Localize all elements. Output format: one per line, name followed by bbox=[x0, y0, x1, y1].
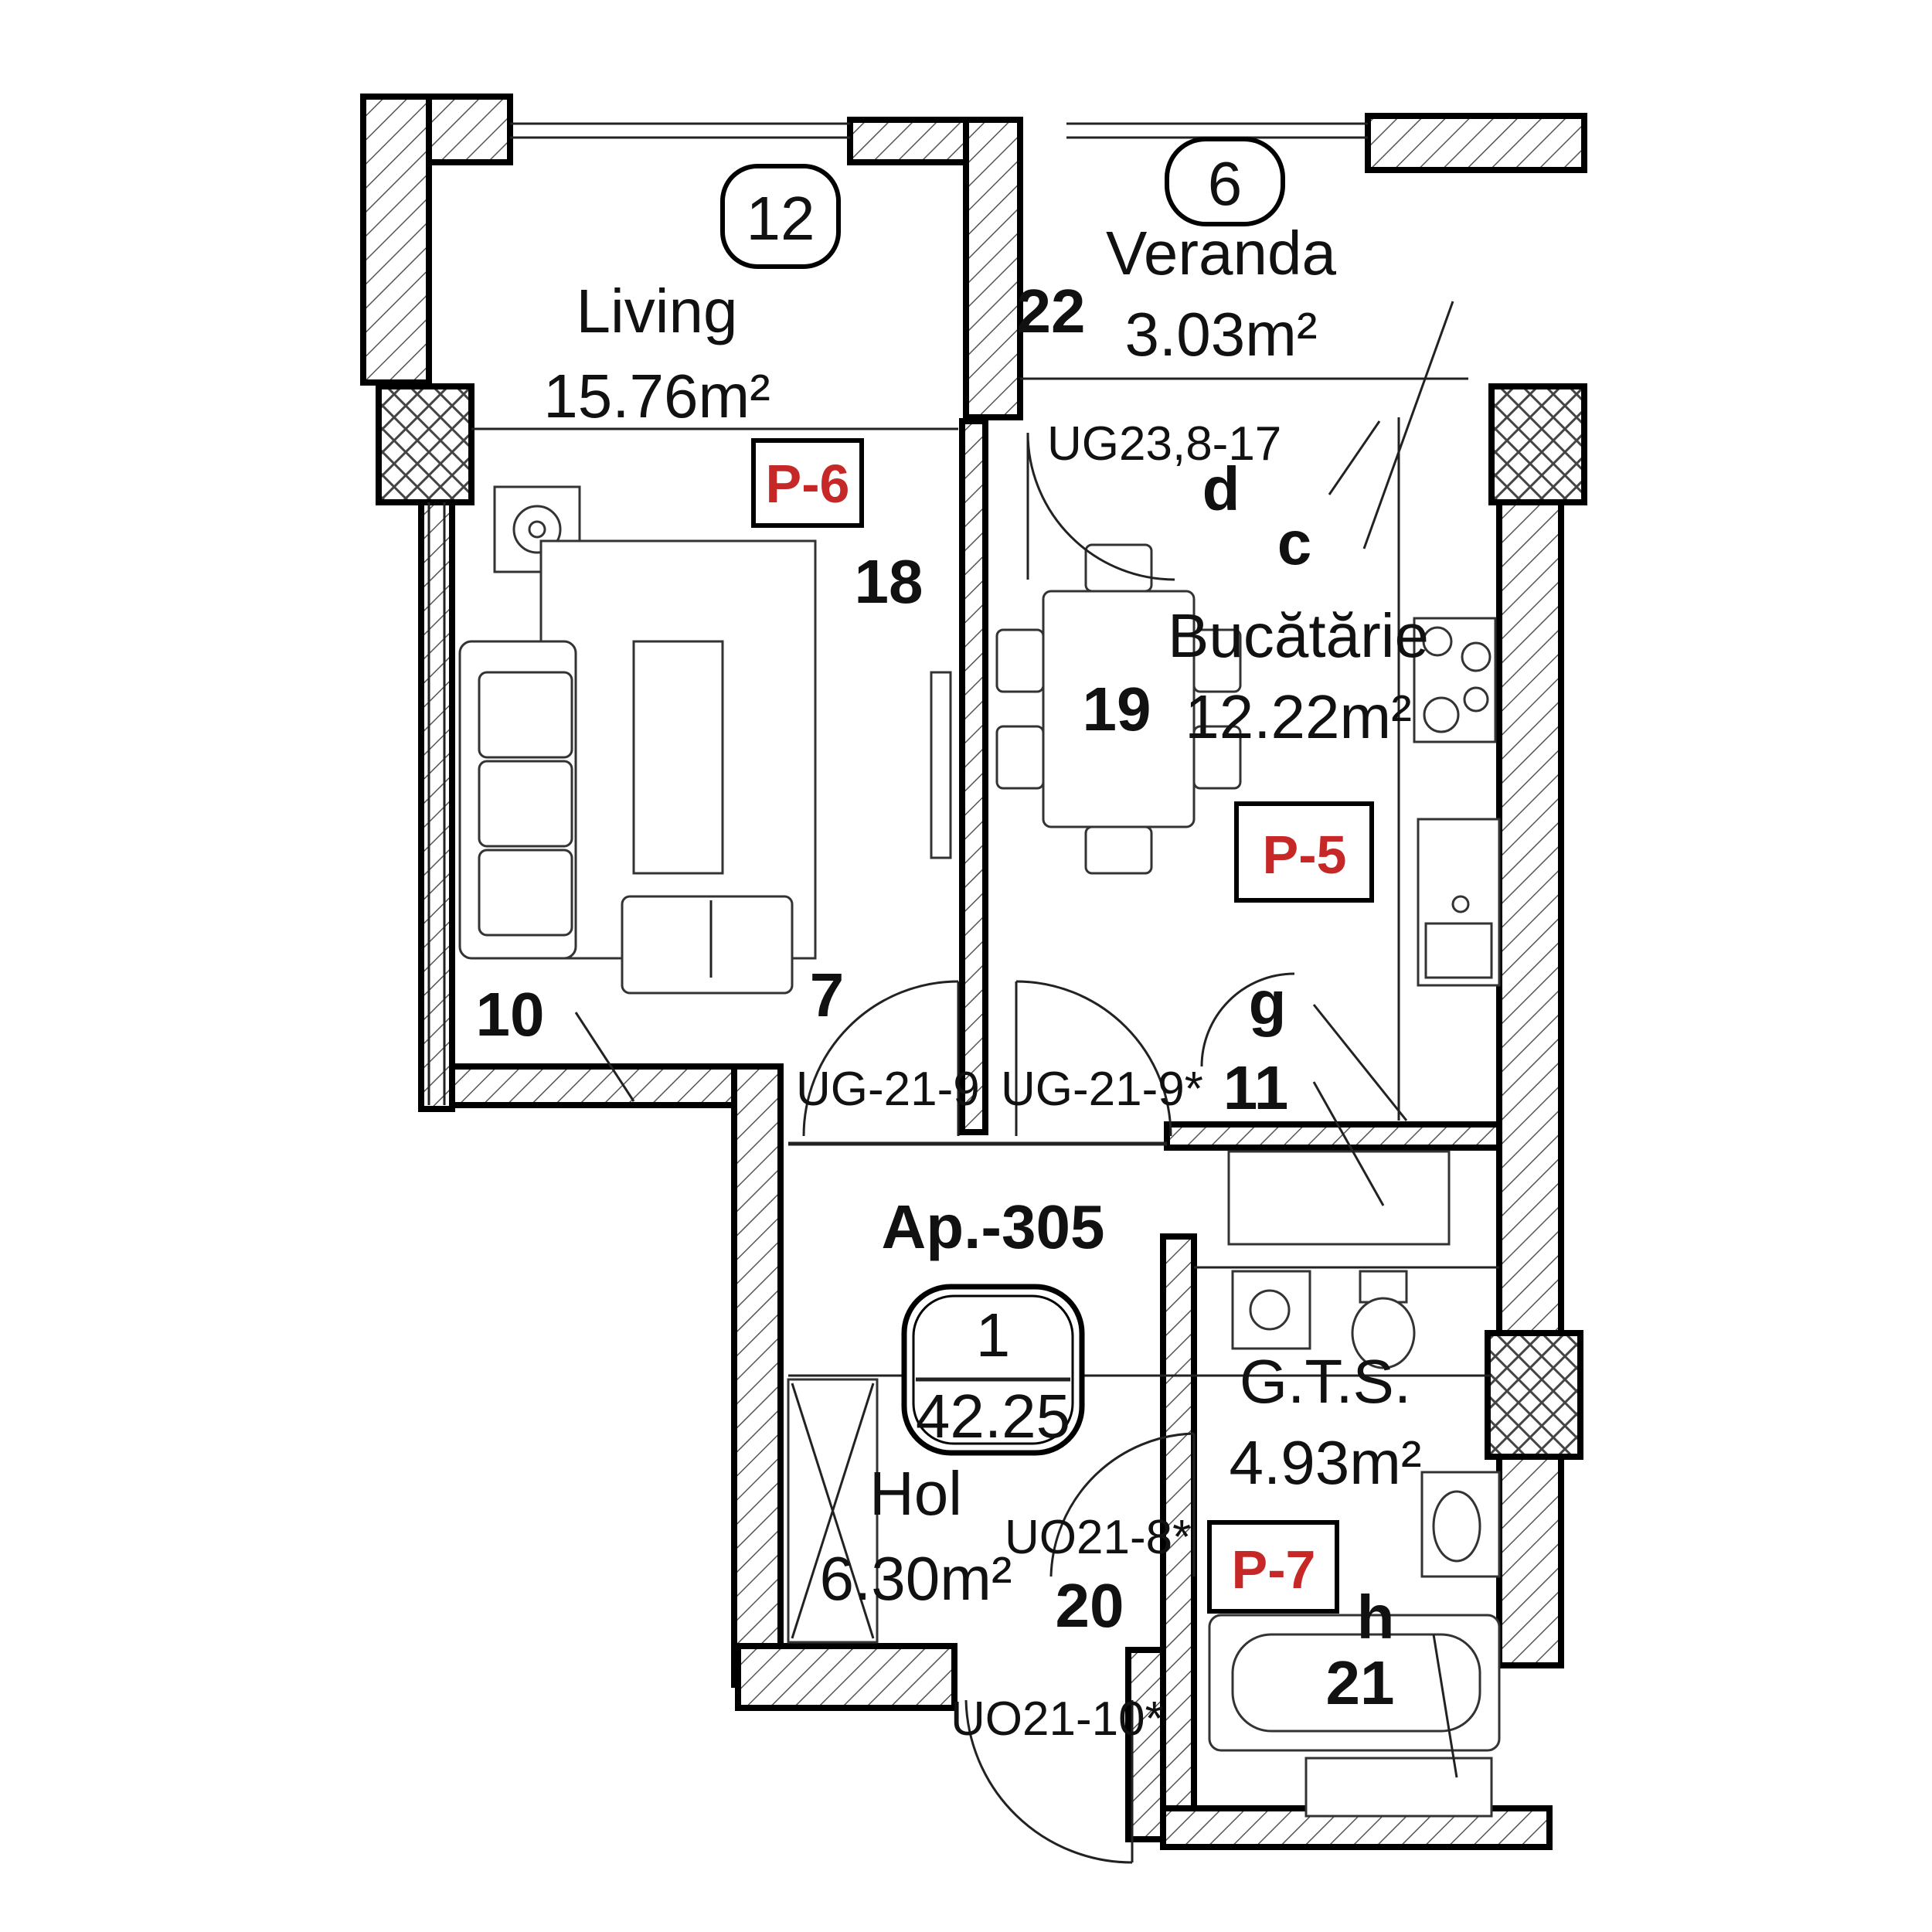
num-11: 11 bbox=[1223, 1053, 1289, 1122]
circle-marker-6-label: 6 bbox=[1208, 149, 1243, 218]
room-name-living: Living bbox=[576, 277, 737, 345]
door-code-kitchen: UG23,8-17 bbox=[1047, 417, 1281, 471]
room-area-kitchen: 12.22m² bbox=[1185, 682, 1411, 751]
room-area-bathroom: 4.93m² bbox=[1230, 1428, 1422, 1497]
leader-lines bbox=[574, 301, 1458, 1778]
letter-h: h bbox=[1357, 1583, 1395, 1651]
room-name-bathroom: G.T.S. bbox=[1240, 1347, 1411, 1416]
num-22: 22 bbox=[1017, 277, 1086, 345]
letter-d: d bbox=[1202, 454, 1240, 523]
room-name-kitchen: Bucătărie bbox=[1168, 601, 1429, 670]
coffee-table bbox=[632, 640, 724, 875]
letter-g: g bbox=[1249, 968, 1287, 1037]
total-area: 42.25 bbox=[916, 1382, 1070, 1451]
num-10: 10 bbox=[476, 980, 545, 1049]
shaft-upper bbox=[1227, 1150, 1451, 1246]
armchair bbox=[621, 895, 794, 995]
wall-left-lower bbox=[418, 383, 455, 1112]
tv bbox=[930, 671, 952, 859]
furniture bbox=[458, 485, 1501, 1818]
door-code-entrance: UO21-10* bbox=[951, 1692, 1164, 1746]
wall-top-middle bbox=[847, 117, 969, 165]
wall-entry-right bbox=[1125, 1647, 1166, 1842]
circle-marker-6 bbox=[1165, 137, 1285, 226]
total-marker bbox=[901, 1284, 1085, 1456]
column-left bbox=[376, 383, 474, 505]
room-tag-kitchen: P-5 bbox=[1263, 825, 1347, 885]
num-21: 21 bbox=[1326, 1648, 1395, 1717]
column-right-top bbox=[1488, 383, 1587, 505]
wall-living-kitchen bbox=[959, 418, 988, 1135]
wall-top-right bbox=[1365, 113, 1587, 173]
room-area-hall: 6.30m² bbox=[820, 1544, 1012, 1613]
wall-left-upper bbox=[360, 94, 432, 386]
wall-hall-bottom bbox=[735, 1643, 957, 1711]
room-area-living: 15.76m² bbox=[543, 362, 770, 430]
room-name-hall: Hol bbox=[869, 1459, 962, 1528]
columns bbox=[376, 383, 1587, 1460]
door-swings bbox=[802, 432, 1295, 1864]
apartment-number: Ap.-305 bbox=[882, 1192, 1105, 1261]
door-code-bathroom: UO21-8* bbox=[1005, 1511, 1191, 1564]
num-18: 18 bbox=[855, 547, 923, 616]
num-7: 7 bbox=[810, 961, 845, 1029]
room-tag-bathroom: P-7 bbox=[1232, 1539, 1316, 1600]
tag-box-living bbox=[751, 438, 864, 528]
wall-kitchen-bath bbox=[1164, 1121, 1502, 1151]
door-code-hall: UG-21-9* bbox=[1001, 1063, 1203, 1116]
circle-marker-12-label: 12 bbox=[747, 184, 815, 253]
wall-living-kitchen-upper bbox=[963, 117, 1023, 420]
tag-box-kitchen bbox=[1234, 801, 1374, 903]
wall-right bbox=[1496, 387, 1564, 1668]
windows bbox=[427, 122, 1368, 1105]
door-code-living: UG-21-9 bbox=[796, 1063, 980, 1116]
room-area-veranda: 3.03m² bbox=[1125, 300, 1318, 369]
wall-hall-left bbox=[731, 1063, 784, 1688]
num-20: 20 bbox=[1056, 1571, 1124, 1640]
letter-c: c bbox=[1277, 509, 1312, 577]
tag-box-bathroom bbox=[1207, 1520, 1339, 1614]
shaft-lower bbox=[1304, 1757, 1493, 1818]
room-tag-living: P-6 bbox=[766, 454, 850, 514]
room-outlines bbox=[471, 377, 1499, 1377]
room-name-veranda: Veranda bbox=[1106, 219, 1337, 287]
num-19: 19 bbox=[1083, 675, 1151, 743]
total-number: 1 bbox=[976, 1301, 1011, 1369]
circle-marker-12 bbox=[720, 164, 841, 269]
column-right-bottom bbox=[1485, 1330, 1583, 1460]
